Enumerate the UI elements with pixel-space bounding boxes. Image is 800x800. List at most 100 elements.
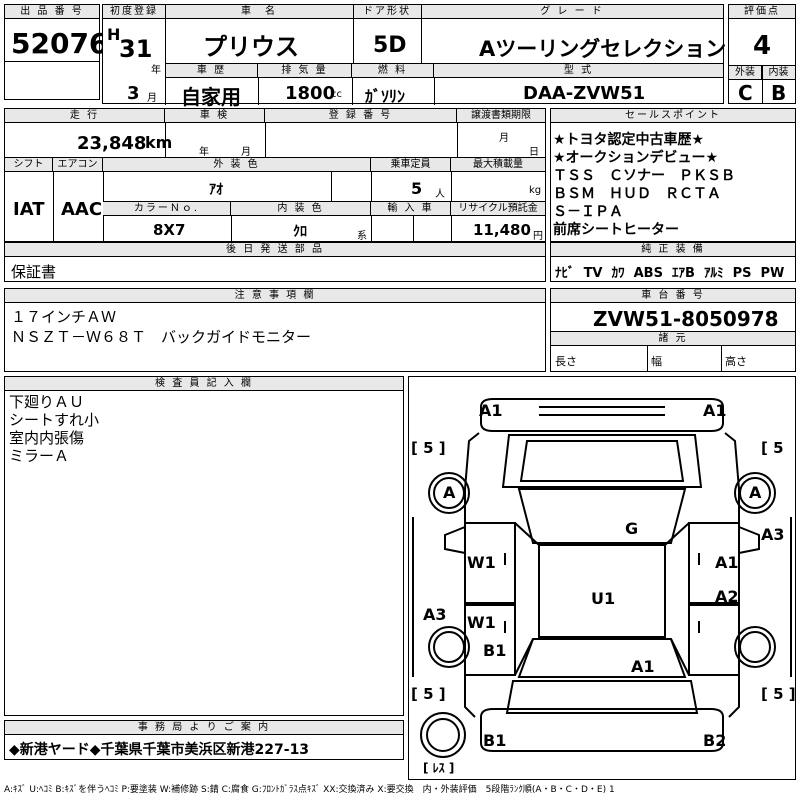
inspector-line: 下廻りＡＵ	[9, 393, 85, 411]
score-box: 評価点 4 外装 内装 C B	[728, 4, 796, 105]
spare-tire-label: [ ﾚｽ ]	[423, 761, 455, 775]
recycle-label: リサイクル預託金	[451, 202, 545, 216]
score-label: 評価点	[729, 5, 795, 19]
equipment-item: ｱﾙﾐ	[704, 266, 724, 281]
equipment-item: PW	[760, 266, 785, 281]
mileage: 23,848	[77, 133, 147, 154]
legend-footer: A:ｷｽﾞ U:ﾍｺﾐ B:ｷｽﾞを伴うﾍｺﾐ P:要塗装 W:補修跡 S:錆 …	[4, 785, 615, 795]
exterior-label: 外装	[729, 66, 762, 80]
equipment-item: ｴｱB	[672, 266, 695, 281]
dims-label: 諸 元	[551, 332, 795, 346]
damage-u1-roof: U1	[591, 589, 616, 608]
capacity-unit: 人	[435, 189, 445, 200]
office-box: 事 務 局 よ り ご 案 内 ◆新港ヤード◆千葉県千葉市美浜区新港227-13	[4, 720, 404, 760]
chassis-box: 車 台 番 号 ZVW51-8050978 諸 元 長さ 幅 高さ	[550, 288, 796, 372]
selling-point: 前席シートヒーター	[553, 222, 679, 238]
ac-label: エアコン	[53, 158, 103, 172]
mileage-unit: km	[145, 133, 173, 152]
displacement-unit: cc	[331, 89, 342, 100]
selling-point: ＢＳＭ ＨＵＤ ＲＣＴＡ	[553, 186, 721, 202]
damage-a3-right: A3	[761, 525, 785, 544]
grade: Aツーリングセレクション	[479, 37, 727, 61]
tire-tread-front-right: [ 5	[761, 439, 784, 457]
office-value: ◆新港ヤード◆千葉県千葉市美浜区新港227-13	[9, 742, 310, 758]
recycle-unit: 円	[533, 231, 543, 242]
transfer-day-unit: 日	[529, 147, 539, 158]
note-line: １７インチＡＷ	[11, 308, 117, 326]
damage-g-windshield: G	[625, 519, 639, 538]
reg-number-label: 登 録 番 号	[265, 109, 457, 123]
insp-year-unit: 年	[199, 147, 209, 158]
inspector-lines: 下廻りＡＵ シートすれ小 室内内張傷 ミラーＡ	[9, 393, 99, 465]
shift-label: シフト	[5, 158, 53, 172]
selling-points-box: セールスポイント ★トヨタ認定中古車歴★ ★オークションデビュー★ ＴＳＳ Ｃソ…	[550, 108, 796, 242]
door: 5D	[373, 33, 407, 58]
ac: AAC	[61, 199, 103, 220]
damage-b1-rear-bumper: B1	[483, 731, 507, 750]
color-label: 外 装 色	[103, 158, 371, 172]
lot-label: 出 品 番 号	[5, 5, 99, 19]
load-label: 最大積載量	[451, 158, 545, 172]
interior-label: 内装	[762, 66, 795, 80]
shift: IAT	[13, 199, 45, 220]
reg-month: 3	[127, 83, 140, 104]
recycle: 11,480	[473, 221, 531, 239]
capacity-label: 乗車定員	[371, 158, 451, 172]
selling-point: ★オークションデビュー★	[553, 150, 719, 166]
notes-lines: １７インチＡＷ ＮＳＺＴ－Ｗ６８Ｔ バックガイドモニター	[11, 307, 311, 347]
inspector-line: 室内内張傷	[9, 429, 85, 447]
inspector-label: 検 査 員 記 入 欄	[5, 377, 403, 391]
first-reg-label: 初度登録	[103, 5, 165, 19]
selling-point: ＴＳＳ Ｃソナー ＰＫＳＢ	[553, 168, 735, 184]
equipment-item: TV	[583, 266, 603, 281]
equipment-label: 純 正 装 備	[551, 243, 795, 257]
car-name-label: 車 名	[165, 5, 353, 19]
door-label: ドア形状	[353, 5, 421, 19]
month-unit: 月	[147, 93, 157, 104]
score: 4	[753, 31, 772, 61]
year-unit: 年	[151, 65, 161, 76]
damage-a1-right-door: A1	[715, 553, 739, 572]
details-box: 走 行 車 検 登 録 番 号 譲渡書類期限 23,848 km 年 月 月 日…	[4, 108, 546, 242]
equipment-box: 純 正 装 備 ﾅﾋﾞ TV ｶﾜ ABS ｴｱB ｱﾙﾐ PS PW	[550, 242, 796, 282]
reg-year: 31	[119, 35, 153, 63]
dims-length: 長さ	[555, 355, 577, 368]
color-no: 8X7	[153, 221, 186, 239]
damage-a1-front-left: A1	[479, 401, 503, 420]
dims-height: 高さ	[725, 355, 747, 368]
history-label: 車 歴	[166, 64, 258, 78]
note-line: ＮＳＺＴ－Ｗ６８Ｔ バックガイドモニター	[11, 328, 312, 346]
capacity: 5	[411, 179, 423, 198]
equipment-item: ﾅﾋﾞ	[555, 266, 575, 281]
damage-a3-left: A3	[423, 605, 447, 624]
later-parts-label: 後 日 発 送 部 品	[5, 243, 545, 257]
damage-b1-rear-left: B1	[483, 641, 507, 660]
damage-a1-trunk: A1	[631, 657, 655, 676]
insp-month-unit: 月	[241, 147, 251, 158]
exterior-score: C	[738, 81, 753, 105]
car-name: プリウス	[203, 33, 299, 61]
selling-point: Ｓ－ＩＰＡ	[553, 204, 623, 220]
equipment-item: PS	[732, 266, 752, 281]
selling-points-list: ★トヨタ認定中古車歴★ ★オークションデビュー★ ＴＳＳ Ｃソナー ＰＫＳＢ Ｂ…	[553, 131, 735, 239]
tire-tread-front-left: [ 5 ]	[411, 439, 446, 457]
color-no-label: カラーＮｏ.	[103, 202, 231, 216]
history: 自家用	[181, 85, 241, 109]
equipment-list: ﾅﾋﾞ TV ｶﾜ ABS ｴｱB ｱﾙﾐ PS PW	[555, 262, 784, 281]
selling-point: ★トヨタ認定中古車歴★	[553, 132, 705, 148]
later-parts-value: 保証書	[11, 263, 57, 281]
displacement: 1800	[285, 83, 336, 104]
main-info-box: 初度登録 車 名 ドア形状 グ レ ー ド H 31 年 プリウス 5D Aツー…	[102, 4, 727, 109]
chassis-number: ZVW51-8050978	[593, 307, 779, 331]
car-diagram: A1 A1 [ 5 ] [ 5 A A A3 G W1 A1 U1 A2 A3 …	[408, 376, 796, 780]
later-parts-box: 後 日 発 送 部 品 保証書	[4, 242, 546, 282]
damage-w1-front-door: W1	[467, 553, 496, 572]
lot-box: 出 品 番 号 52076	[4, 4, 108, 100]
fuel: ｶﾞｿﾘﾝ	[365, 87, 406, 106]
exterior-color: ｱｵ	[209, 182, 223, 198]
inspection-label: 車 検	[165, 109, 265, 123]
notes-box: 注 意 事 項 欄 １７インチＡＷ ＮＳＺＴ－Ｗ６８Ｔ バックガイドモニター	[4, 288, 546, 372]
load-unit: kg	[529, 185, 542, 196]
tire-tread-rear-left: [ 5 ]	[411, 685, 446, 703]
inspector-box: 検 査 員 記 入 欄 下廻りＡＵ シートすれ小 室内内張傷 ミラーＡ	[4, 376, 404, 716]
